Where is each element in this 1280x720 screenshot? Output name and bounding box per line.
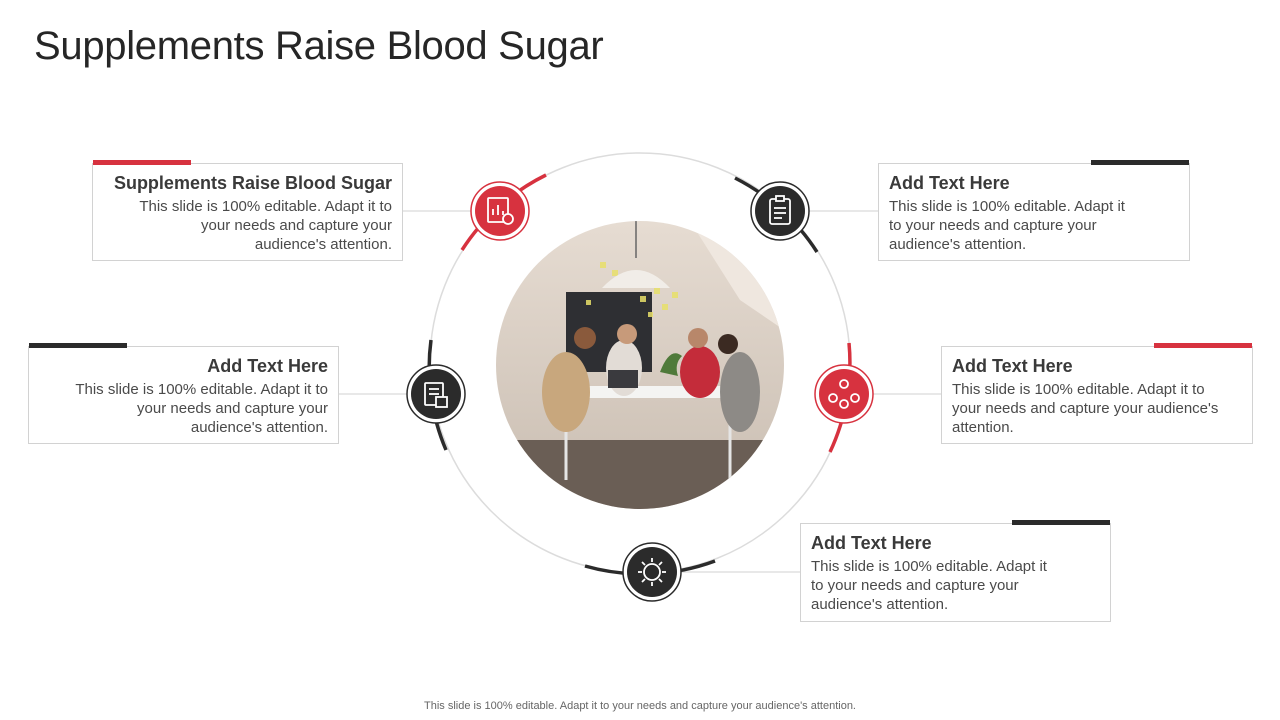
card-heading: Add Text Here	[952, 356, 1073, 376]
card-body: This slide is 100% editable. Adapt it to…	[811, 558, 1047, 613]
virus-gear-icon	[638, 558, 666, 586]
icon-node-2	[750, 181, 810, 241]
medical-clipboard-icon	[769, 195, 791, 225]
text-card-1: Supplements Raise Blood Sugar This slide…	[92, 160, 403, 261]
card-body: This slide is 100% editable. Adapt it to…	[139, 198, 392, 253]
text-card-4: Add Text Here This slide is 100% editabl…	[941, 343, 1253, 444]
card-body: This slide is 100% editable. Adapt it to…	[889, 198, 1125, 253]
icon-node-3	[406, 364, 466, 424]
card-accent-bar	[29, 343, 127, 348]
icon-node-5	[622, 542, 682, 602]
finance-network-icon	[828, 379, 860, 409]
team-meeting-photo	[496, 221, 784, 509]
icon-node-1	[470, 181, 530, 241]
card-heading: Add Text Here	[811, 533, 932, 553]
slide-title: Supplements Raise Blood Sugar	[34, 24, 604, 68]
footer-note: This slide is 100% editable. Adapt it to…	[424, 700, 856, 712]
card-accent-bar	[93, 160, 191, 165]
card-body: This slide is 100% editable. Adapt it to…	[75, 381, 328, 436]
text-card-5: Add Text Here This slide is 100% editabl…	[800, 520, 1111, 622]
card-heading: Add Text Here	[889, 173, 1010, 193]
card-accent-bar	[1012, 520, 1110, 525]
card-heading: Add Text Here	[207, 356, 328, 376]
medical-record-icon	[424, 382, 448, 408]
card-body: This slide is 100% editable. Adapt it to…	[952, 381, 1219, 436]
card-accent-bar	[1091, 160, 1189, 165]
text-card-3: Add Text Here This slide is 100% editabl…	[28, 343, 339, 444]
text-card-2: Add Text Here This slide is 100% editabl…	[878, 160, 1190, 261]
report-chart-icon	[487, 197, 514, 225]
card-heading: Supplements Raise Blood Sugar	[113, 173, 392, 193]
card-accent-bar	[1154, 343, 1252, 348]
icon-node-4	[814, 364, 874, 424]
